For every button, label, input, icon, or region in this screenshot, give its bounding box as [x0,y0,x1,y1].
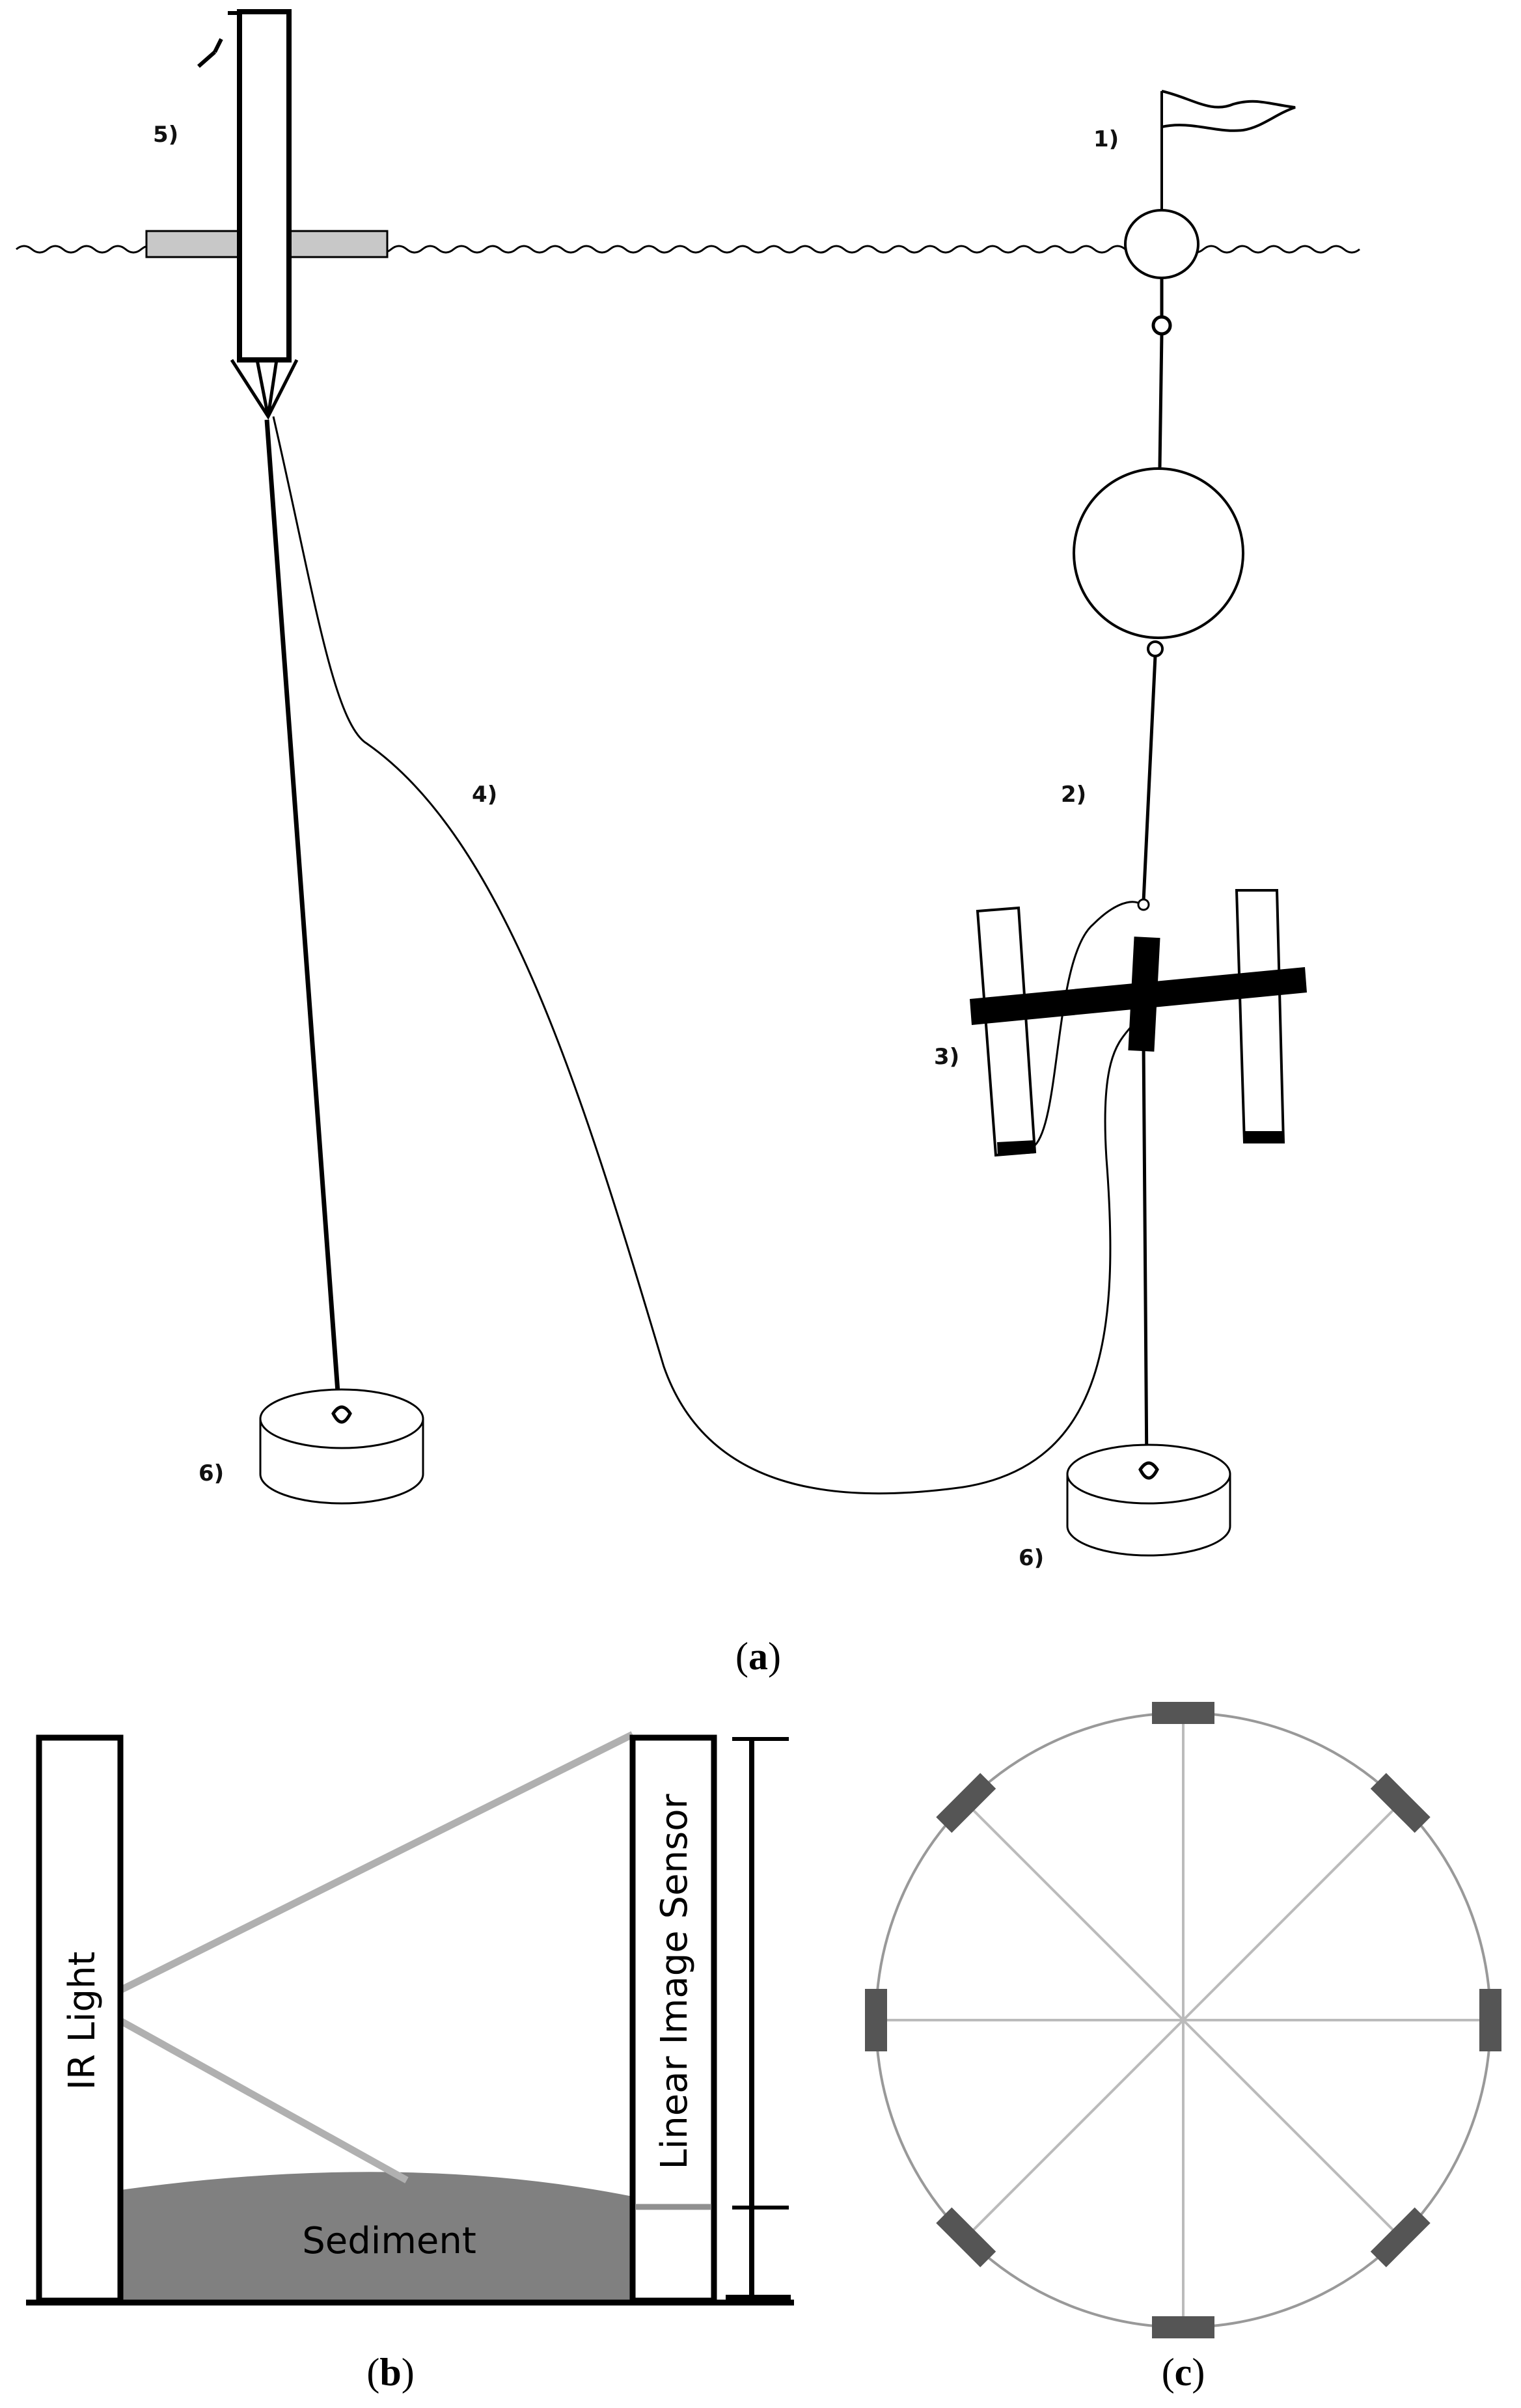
light-ray-upper [118,1731,635,1993]
label-pole: 5) [153,122,178,148]
ir-light-label: IR Light [61,1952,103,2090]
surface-buoy [1124,90,1296,468]
sensor-block [936,1773,996,1833]
sensor-block [936,2207,996,2267]
ring-spoke [1182,1801,1402,2021]
sensor-block [1479,1989,1501,2051]
scale-bar [726,1737,791,2304]
caption-c: (c) [1162,2351,1205,2394]
sensor-block [1370,1773,1431,1833]
label-cable: 4) [472,782,497,808]
label-anchor-left: 6) [199,1460,224,1486]
label-mooring-line: 2) [1061,782,1086,808]
sediment-fill [120,2172,633,2301]
sediment-label: Sediment [302,2220,476,2262]
pole-anchor-line [264,419,342,1419]
ring-spokes [876,1713,1490,2327]
sensor-block [1152,1702,1214,1724]
signal-cable [272,416,1134,1495]
caption-a: (a) [735,1635,781,1678]
pole [197,9,299,420]
sensor-block [1370,2207,1431,2267]
label-buoy-flag: 1) [1093,126,1119,152]
ring-spoke [1182,2019,1402,2239]
label-sediment-trap: 3) [934,1044,959,1070]
panel-b: IR Light Linear Image Sensor Sediment (b… [26,1731,794,2394]
panel-a: 1) 2) 3) 4) 5) 6) 6) (a) [16,9,1360,1678]
anchor-left [259,1388,424,1505]
sensor-block [865,1989,887,2051]
ring-spoke [965,2019,1185,2239]
sediment-trap [970,889,1307,1157]
mooring-line [1142,655,1157,1471]
sensor-label: Linear Image Sensor [653,1794,696,2170]
sensor-block [1152,2316,1214,2338]
label-anchor-right: 6) [1019,1545,1044,1571]
light-ray-lower [118,2018,409,2183]
panel-c: (c) [865,1702,1501,2394]
ring-spoke [965,1801,1185,2021]
ir-light-housing [36,1734,124,2304]
caption-b: (b) [366,2351,414,2394]
anchor-right [1066,1443,1231,1557]
subsurface-float [1073,467,1244,657]
ring-sensors [865,1702,1501,2338]
